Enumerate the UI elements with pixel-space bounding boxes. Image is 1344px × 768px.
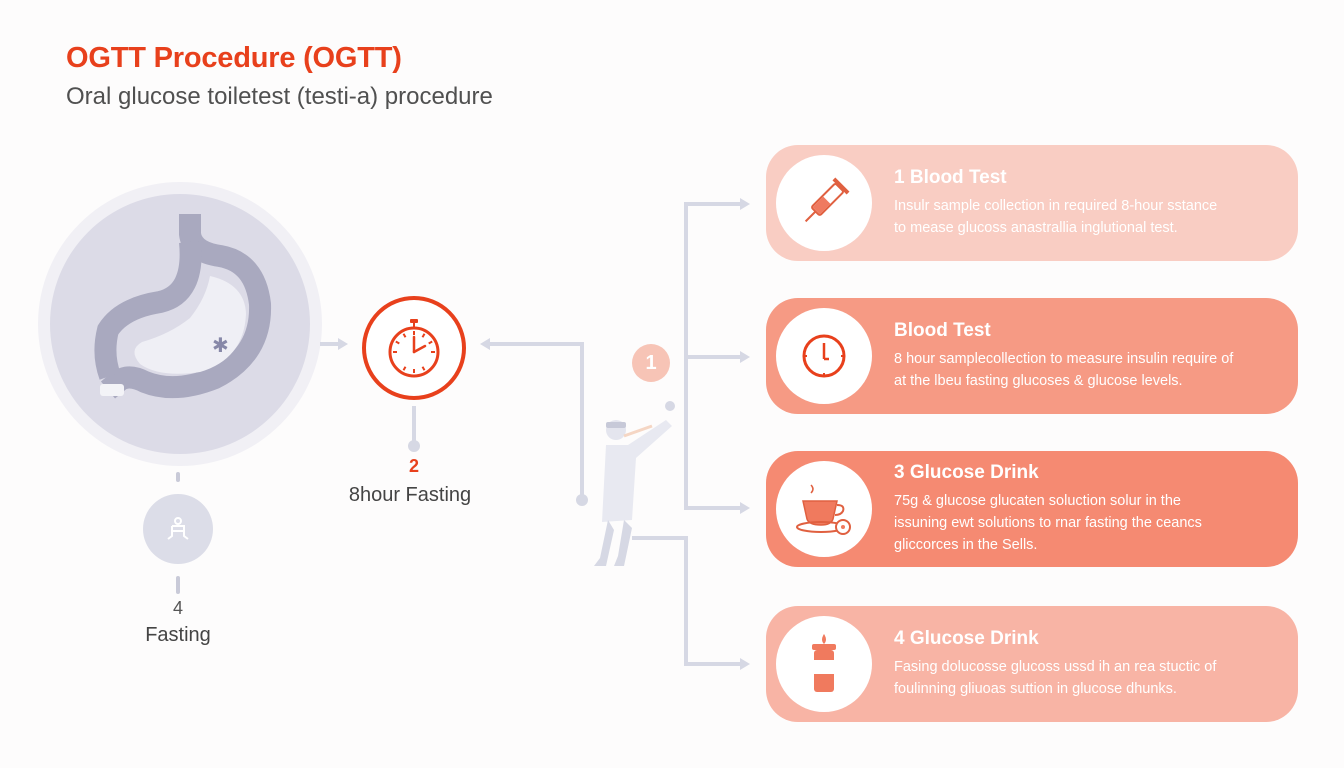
page-subtitle: Oral glucose toiletest (testi-a) procedu… (66, 83, 493, 110)
card-icon-circle (776, 308, 872, 404)
stopwatch-icon (388, 319, 440, 378)
connector-line (684, 536, 688, 666)
card-icon-circle (776, 155, 872, 251)
fasting-node (143, 494, 213, 564)
card-description: at the lbeu fasting glucoses & glucose l… (894, 373, 1183, 389)
step-card-glucose-drink-3: 3 Glucose Drink 75g & glucose glucaten s… (766, 451, 1298, 567)
arrow-head-icon (338, 338, 348, 350)
fasting-step-label: Fasting (145, 624, 211, 646)
card-description: 75g & glucose glucaten soluction solur i… (894, 493, 1181, 509)
stomach-node: ✱ (50, 194, 310, 454)
connector-dash (176, 576, 180, 594)
svg-text:✱: ✱ (212, 333, 229, 357)
connector-dot (408, 440, 420, 452)
connector-dot (576, 494, 588, 506)
card-icon-circle (776, 461, 872, 557)
card-title: Blood Test (894, 320, 991, 341)
connector-line (320, 342, 340, 346)
arrow-head-icon (740, 658, 750, 670)
step-card-blood-test-1: 1 Blood Test Insulr sample collection in… (766, 145, 1298, 261)
arrow-head-icon (740, 351, 750, 363)
timer-node (362, 296, 466, 400)
connector-line (412, 406, 416, 444)
card-title: 4 Glucose Drink (894, 628, 1039, 649)
card-description: Insulr sample collection in required 8-h… (894, 198, 1218, 214)
syringe-icon (804, 177, 850, 223)
step-card-blood-test-2: Blood Test 8 hour samplecollection to me… (766, 298, 1298, 414)
card-description: foulinning gliuoas suttion in glucose dh… (894, 681, 1177, 697)
drink-bottle-icon (812, 634, 836, 692)
arrow-head-icon (740, 198, 750, 210)
card-description: gliccorces in the Sells. (894, 537, 1038, 553)
fasting-step-number: 4 (172, 598, 183, 618)
doctor-figure (594, 401, 675, 566)
card-icon-circle (776, 616, 872, 712)
connector-line (684, 662, 740, 666)
person-icon (167, 517, 189, 540)
clock-icon (802, 334, 846, 378)
connector-line (488, 342, 584, 346)
connector-line (580, 342, 584, 498)
card-description: Fasing dolucosse glucoss ussd ih an rea … (894, 659, 1217, 675)
arrow-head-icon (740, 502, 750, 514)
connector-line (684, 202, 688, 506)
connector-line (632, 536, 688, 540)
stomach-icon: ✱ (94, 214, 272, 399)
connector-line (684, 355, 740, 359)
connector-line (684, 506, 740, 510)
card-title: 1 Blood Test (894, 167, 1007, 188)
connector-dash (176, 472, 180, 482)
connector-line (684, 202, 740, 206)
teacup-icon (796, 484, 851, 535)
step-card-glucose-drink-4: 4 Glucose Drink Fasing dolucosse glucoss… (766, 606, 1298, 722)
card-description: to mease glucoss anastrallia inglutional… (894, 220, 1178, 236)
card-description: issuning ewt solutions to rnar fasting t… (894, 515, 1202, 531)
step-1-badge: 1 (632, 344, 670, 382)
card-description: 8 hour samplecollection to measure insul… (894, 351, 1234, 367)
card-title: 3 Glucose Drink (894, 462, 1039, 483)
page-title: OGTT Procedure (OGTT) (66, 42, 402, 74)
arrow-head-icon (480, 338, 490, 350)
timer-step-number: 2 (408, 456, 419, 476)
timer-step-label: 8hour Fasting (348, 484, 472, 506)
